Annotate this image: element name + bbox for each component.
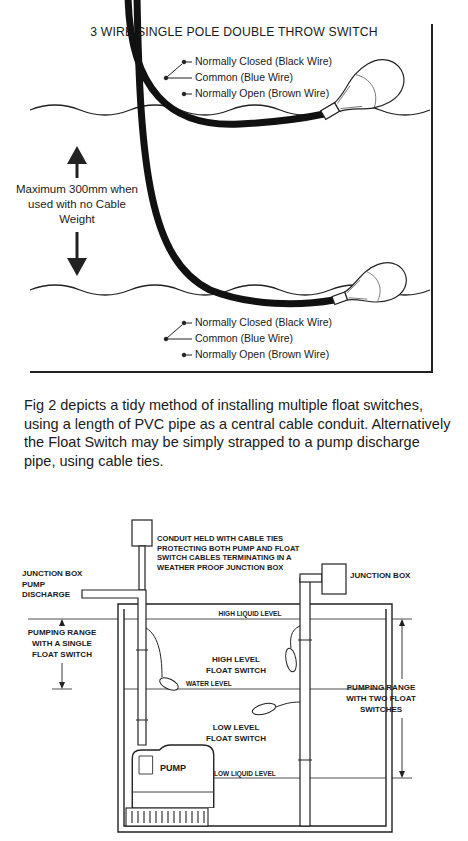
range-label: PUMPING RANGE WITH TWO FLOAT SWITCHES (344, 682, 418, 715)
wire-label: Normally Open (Brown Wire) (195, 348, 430, 361)
switch-symbol (164, 60, 192, 96)
wire-label: Normally Open (Brown Wire) (195, 87, 430, 100)
pump-body: PUMP (130, 744, 216, 808)
wire-label: Normally Closed (Black Wire) (195, 55, 430, 68)
wire-label: Common (Blue Wire) (195, 71, 430, 84)
part-label: PUMP DISCHARGE (22, 580, 80, 600)
wire-label: Normally Closed (Black Wire) (195, 316, 430, 329)
figure-title: 3 WIRE SINGLE POLE DOUBLE THROW SWITCH (20, 25, 448, 40)
part-label: HIGH LEVEL FLOAT SWITCH (200, 654, 272, 676)
level-label: HIGH LIQUID LEVEL (190, 609, 310, 618)
body-paragraph: Fig 2 depicts a tidy method of installin… (24, 396, 452, 470)
pump-base (126, 808, 208, 826)
wire-label: Common (Blue Wire) (195, 332, 430, 345)
part-label: JUNCTION BOX (350, 571, 440, 581)
level-label: LOW LIQUID LEVEL (214, 769, 314, 778)
pump-outline (130, 744, 216, 808)
dimension-note: Maximum 300mm when used with no Cable We… (14, 182, 140, 227)
conduit-pipe (298, 564, 346, 826)
range-label: PUMPING RANGE WITH A SINGLE FLOAT SWITCH (25, 627, 99, 660)
part-label: LOW LEVEL FLOAT SWITCH (200, 722, 272, 744)
float-cable (128, 0, 334, 304)
float-switch (158, 647, 298, 717)
pump-label: PUMP (130, 762, 216, 774)
switch-symbol (164, 321, 192, 357)
dimension-arrow (67, 146, 87, 276)
part-label: JUNCTION BOX (22, 569, 112, 579)
float-cable (146, 626, 300, 707)
callout-note: CONDUIT HELD WITH CABLE TIES PROTECTING … (157, 534, 315, 572)
level-label: WATER LEVEL (186, 679, 266, 688)
float-body (327, 257, 412, 318)
sump-tank (118, 604, 392, 832)
